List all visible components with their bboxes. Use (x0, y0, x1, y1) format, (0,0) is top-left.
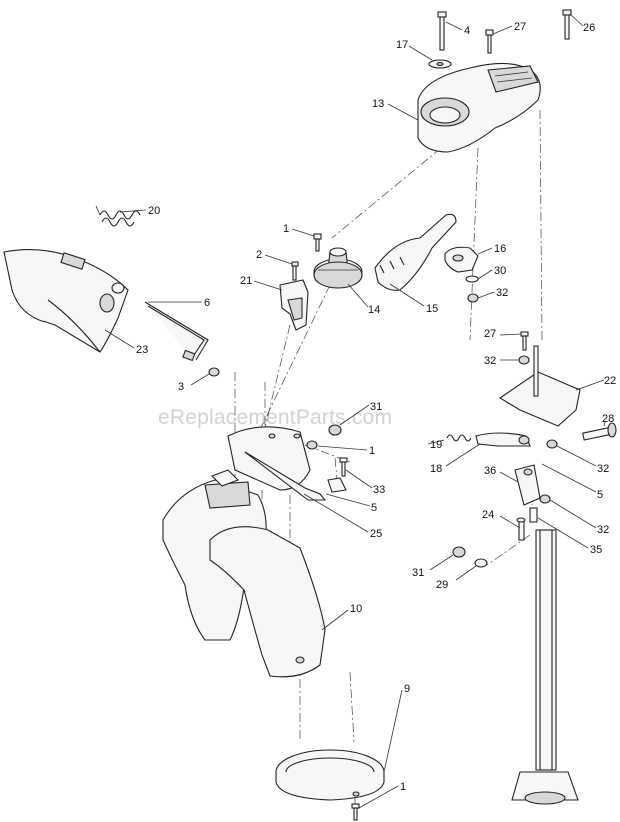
callout-26: 26 (583, 22, 595, 34)
chute-tube (511, 529, 579, 805)
clip-5-left (327, 477, 347, 493)
callout-35: 35 (590, 544, 602, 556)
nut-32-top (467, 293, 479, 303)
callout-28: 28 (602, 413, 614, 425)
callout-24: 24 (482, 509, 494, 521)
callout-21: 21 (240, 275, 252, 287)
deflector-23 (3, 249, 129, 353)
bracket-22 (498, 345, 581, 427)
callout-23: 23 (136, 344, 148, 356)
callout-1-top: 1 (283, 223, 289, 235)
callout-27-right: 27 (484, 328, 496, 340)
bolt-26 (562, 9, 572, 40)
screw-1-bottom (351, 803, 360, 821)
spring-19 (446, 434, 472, 442)
callout-25: 25 (370, 528, 382, 540)
nut-32-low (539, 494, 551, 504)
bolt-4 (437, 11, 447, 51)
clip-16 (444, 246, 479, 273)
callout-32-right: 32 (484, 355, 496, 367)
watermark-text: eReplacementParts.com (158, 406, 392, 429)
coupler-15 (374, 213, 457, 291)
callout-15: 15 (426, 303, 438, 315)
callout-10: 10 (350, 603, 362, 615)
bracket-21 (279, 279, 309, 331)
callout-32-mid: 32 (597, 463, 609, 475)
callout-3: 3 (178, 381, 184, 393)
callout-1-mid: 1 (369, 445, 375, 457)
callouts: 4 27 26 17 13 20 1 16 2 30 21 32 14 15 6… (136, 21, 616, 793)
callout-20: 20 (148, 205, 160, 217)
callout-18: 18 (430, 463, 442, 475)
callout-5-left: 5 (371, 502, 377, 514)
callout-29: 29 (436, 579, 448, 591)
washer-30 (465, 275, 479, 283)
latch-36 (514, 464, 541, 506)
screw-2 (291, 261, 299, 281)
callout-4: 4 (464, 25, 470, 37)
bolt-27-top (485, 29, 494, 54)
callout-19: 19 (430, 439, 442, 451)
callout-27-top: 27 (514, 21, 526, 33)
pin-24 (516, 517, 526, 541)
nut-1-mid (306, 440, 318, 450)
screw-1-top (313, 233, 322, 252)
nut-32-right (518, 355, 530, 365)
callout-31-mid: 31 (370, 401, 382, 413)
callout-5-right: 5 (597, 489, 603, 501)
callout-2: 2 (256, 249, 262, 261)
lever-18 (475, 432, 531, 447)
callout-17: 17 (396, 39, 408, 51)
leader-lines (104, 13, 606, 809)
washer-17 (428, 59, 452, 69)
screw-27-right (520, 331, 529, 351)
lower-chute-10 (162, 469, 326, 678)
callout-6: 6 (204, 297, 210, 309)
pin-28 (582, 422, 617, 441)
callout-31-low: 31 (412, 567, 424, 579)
callout-16: 16 (494, 243, 506, 255)
callout-9: 9 (404, 683, 410, 695)
callout-33: 33 (373, 484, 385, 496)
callout-32-low: 32 (597, 524, 609, 536)
nut-3 (208, 367, 220, 377)
callout-14: 14 (368, 304, 380, 316)
shaft-35 (529, 507, 538, 523)
callout-22: 22 (604, 375, 616, 387)
nut-31-low (452, 546, 466, 558)
callout-36: 36 (484, 465, 496, 477)
chute-ring-9 (275, 749, 385, 801)
control-head-13 (417, 62, 541, 153)
gear-14 (313, 247, 363, 289)
washer-29 (474, 558, 488, 568)
nut-31-mid (328, 424, 342, 436)
callout-30: 30 (494, 265, 506, 277)
spring-20 (95, 205, 141, 227)
screw-33 (339, 457, 348, 477)
mount-plate-25 (227, 426, 327, 501)
rod-6 (144, 301, 209, 362)
callout-32-top: 32 (496, 287, 508, 299)
callout-1-bottom: 1 (400, 781, 406, 793)
nut-32-mid (546, 439, 558, 449)
callout-13: 13 (372, 98, 384, 110)
